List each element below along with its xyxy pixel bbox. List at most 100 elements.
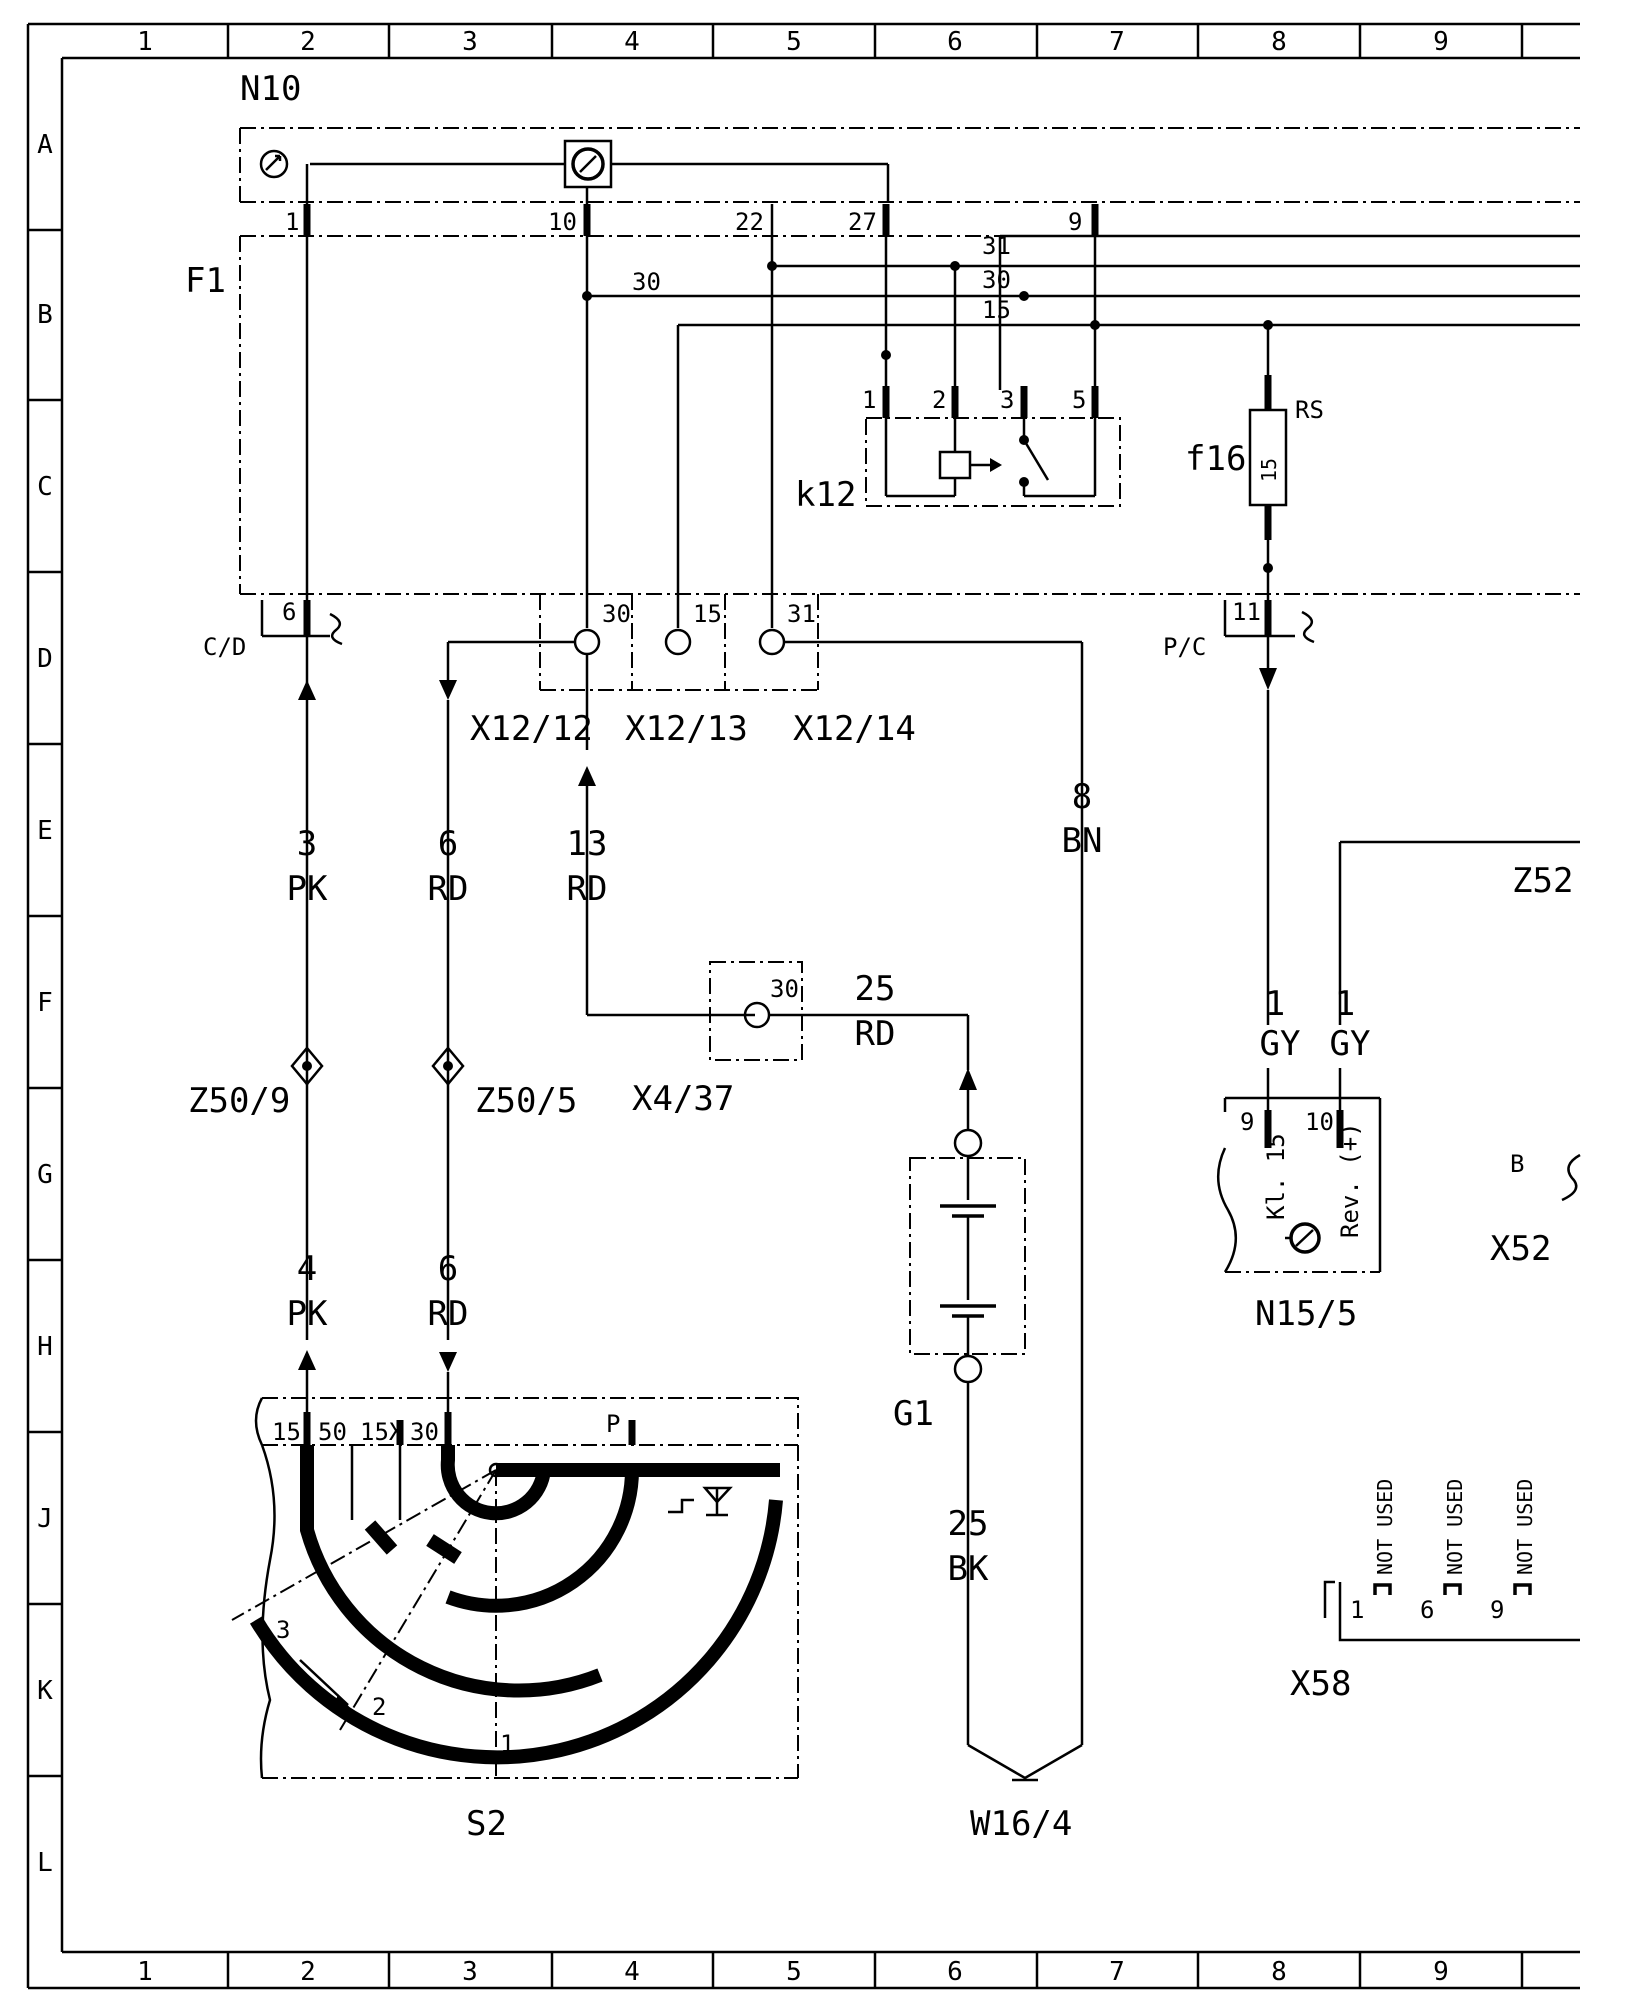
- s2-t15: 15: [272, 1418, 301, 1446]
- k12-contact-icon: [1022, 439, 1050, 481]
- wire-bn8-color: BN: [1062, 821, 1103, 861]
- k12-outline: [865, 417, 1121, 507]
- col-label-7-bottom: 7: [1109, 1957, 1125, 1987]
- s2-t50: 50: [318, 1418, 347, 1446]
- s2-pos2: 2: [372, 1693, 386, 1721]
- x12-12-terminal: [573, 628, 601, 656]
- row-label-j: J: [37, 1504, 53, 1534]
- n15-5-module: 9 10 Kl. 15 Rev. (+) N15/5: [1216, 1068, 1382, 1334]
- row-dividers: [28, 228, 62, 1778]
- n15-5-transistor-icon: [1285, 1222, 1321, 1254]
- col-label-2: 2: [300, 27, 316, 57]
- frame: 1 2 3 4 5 6 7 8 9 1 2 3 4 5 6 7 8 9 A B …: [26, 22, 1580, 1990]
- rotation-arrow-icon: [334, 1694, 352, 1710]
- pin-n10-22: 22: [735, 208, 764, 236]
- f16-label: f16: [1185, 439, 1246, 479]
- row-label-h: H: [37, 1332, 53, 1362]
- x58-nu1: NOT USED: [1373, 1479, 1397, 1575]
- w16-4-label: W16/4: [970, 1804, 1072, 1844]
- arrow-up-icon: [578, 766, 596, 786]
- wire-pk3-color: PK: [287, 869, 328, 909]
- cd-break-icon: [329, 612, 343, 646]
- pin-k12-2: 2: [932, 386, 946, 414]
- row-label-k: K: [37, 1676, 53, 1706]
- col-label-6: 6: [947, 27, 963, 57]
- n15-5-rev: Rev. (+): [1336, 1122, 1364, 1238]
- wire-gy1a-num: 1: [1265, 984, 1285, 1024]
- x4-37-outline: [709, 961, 803, 1061]
- n10-internal-transistor-icon: [571, 147, 605, 181]
- z52-wire: Z52: [1338, 840, 1580, 1025]
- row-label-g: G: [37, 1160, 53, 1190]
- row-label-a: A: [37, 130, 53, 160]
- row-label-b: B: [37, 300, 53, 330]
- pin-x58-6: 6: [1420, 1596, 1434, 1624]
- bus-lines: 31 30 30 15: [582, 232, 1580, 330]
- bus-30b-label: 30: [632, 268, 661, 296]
- x12-14-terminal: [758, 628, 786, 656]
- pin-n10-10: 10: [548, 208, 577, 236]
- col-label-3-bottom: 3: [462, 1957, 478, 1987]
- k12-relay: k12 1 2 3 5: [795, 386, 1121, 515]
- arrow-down-icon: [439, 680, 457, 700]
- x12-13-term-label: 15: [693, 600, 722, 628]
- x58-connector: 1 6 9 NOT USED NOT USED NOT USED X58: [1290, 1479, 1580, 1704]
- s2-tp: P: [606, 1410, 620, 1438]
- col-label-4-bottom: 4: [624, 1957, 640, 1987]
- wire-rd6a-num: 6: [438, 824, 458, 864]
- wire-gy1a-color: GY: [1260, 1024, 1301, 1064]
- col-label-8: 8: [1271, 27, 1287, 57]
- col-label-1-bottom: 1: [137, 1957, 153, 1987]
- n10-pins: 1 10 22 27 9: [285, 204, 1099, 236]
- pin-n10-1: 1: [285, 208, 299, 236]
- wire-rd6a-color: RD: [428, 869, 469, 909]
- f1-label: F1: [185, 261, 226, 301]
- wire-bn8-num: 8: [1072, 777, 1092, 817]
- col-label-8-bottom: 8: [1271, 1957, 1287, 1987]
- g1-battery: G1: [893, 1128, 1026, 1434]
- z50-5-label: Z50/5: [475, 1081, 577, 1121]
- x12-12-label: X12/12: [470, 709, 593, 749]
- wire-pk3-num: 3: [297, 824, 317, 864]
- pin-n10-9: 9: [1068, 208, 1082, 236]
- x12-splices: 30 15 31 X12/12 X12/13 X12/14: [470, 594, 916, 749]
- row-label-d: D: [37, 644, 53, 674]
- pin-x58-1: 1: [1350, 1596, 1364, 1624]
- col-label-5-bottom: 5: [786, 1957, 802, 1987]
- x4-37-splice: 30 X4/37: [632, 961, 803, 1119]
- column-dividers: [226, 24, 1524, 1988]
- x58-nu3: NOT USED: [1513, 1479, 1537, 1575]
- s2-t30: 30: [410, 1418, 439, 1446]
- g1-outline: [909, 1157, 1026, 1355]
- s2-pos1: 1: [500, 1730, 514, 1758]
- pin-k12-1: 1: [862, 386, 876, 414]
- s2-key-lock-icon: [668, 1486, 733, 1517]
- x12-14-label: X12/14: [793, 709, 916, 749]
- col-label-9-bottom: 9: [1433, 1957, 1449, 1987]
- wire-rd25-color: RD: [855, 1014, 896, 1054]
- bus-31-label: 31: [982, 232, 1011, 260]
- x12-14-term-label: 31: [787, 600, 816, 628]
- wire-rd25-num: 25: [855, 969, 896, 1009]
- z50-9-label: Z50/9: [188, 1081, 290, 1121]
- w16-4-ground: W16/4: [967, 1743, 1083, 1844]
- bus-30a-label: 30: [982, 266, 1011, 294]
- x52-label: X52: [1490, 1229, 1551, 1269]
- pc-connector: P/C 11: [1163, 598, 1315, 690]
- bus-15-label: 15: [982, 296, 1011, 324]
- x52-connector: B X52: [1490, 1150, 1581, 1269]
- x52-pin-label: B: [1510, 1150, 1524, 1178]
- pc-break-icon: [1301, 610, 1315, 644]
- arrow-up-icon: [298, 680, 316, 700]
- pin-n15-9: 9: [1240, 1108, 1254, 1136]
- n10-internal-switch-icon: [259, 149, 289, 179]
- n15-5-label: N15/5: [1255, 1294, 1357, 1334]
- n10-module: N10: [239, 69, 1580, 203]
- arrow-down-icon: [1259, 668, 1277, 690]
- col-label-5: 5: [786, 27, 802, 57]
- wire-rd13-num: 13: [567, 824, 608, 864]
- row-label-e: E: [37, 816, 53, 846]
- wire-gy1b-color: GY: [1330, 1024, 1371, 1064]
- x12-12-term-label: 30: [602, 600, 631, 628]
